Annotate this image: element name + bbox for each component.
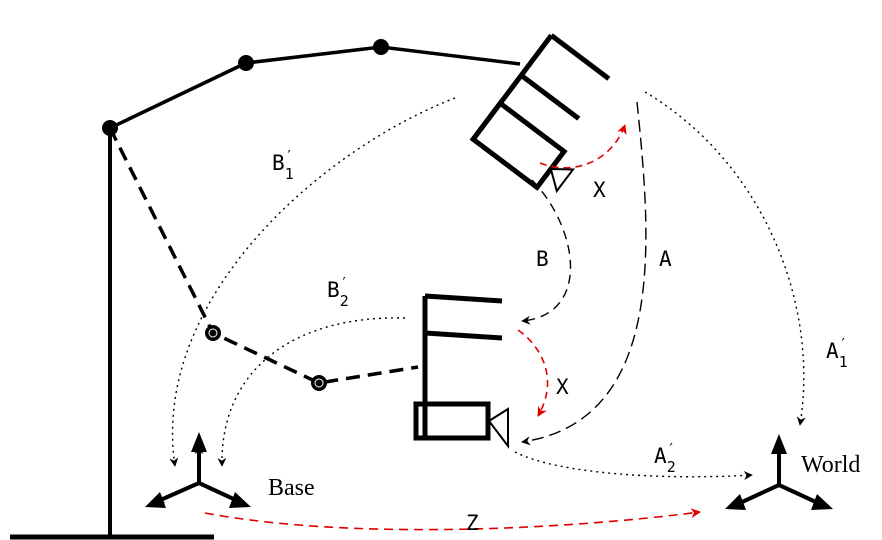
transform-x-top-arrow: [539, 124, 627, 169]
base-frame-axes: [145, 432, 251, 508]
robot-stand: [10, 128, 214, 540]
world-arrow-left-icon: [725, 494, 746, 510]
world-arrow-up-icon: [771, 434, 787, 454]
label-base: Base: [268, 475, 315, 501]
gripper-finger-bottom-2: [424, 330, 503, 341]
world-frame-axes: [725, 434, 833, 510]
gripper-finger-bottom: [519, 73, 581, 121]
gripper-finger-top: [549, 33, 611, 81]
label-x-top: X: [593, 178, 606, 202]
transform-a-arrow: [521, 101, 647, 446]
label-a: A: [659, 247, 672, 271]
label-b2: B′2: [327, 274, 349, 310]
transform-b2-arrow: [217, 317, 406, 467]
gripper-finger-top-2: [424, 293, 503, 304]
base-axis-x: [155, 481, 200, 504]
label-world: World: [801, 452, 860, 478]
label-z: Z: [466, 511, 479, 535]
joint-2b-ring: [208, 328, 218, 338]
arm-links-pose-1: [109, 45, 521, 130]
label-b: B: [536, 247, 549, 271]
gripper-pose-2: [413, 293, 509, 449]
transform-b1-arrow: [169, 97, 456, 467]
joint-3: [373, 39, 389, 55]
base-arrow-right-icon: [229, 492, 251, 508]
transform-a1-arrow: [644, 91, 806, 426]
world-axis-x: [739, 483, 780, 505]
camera-body: [469, 99, 568, 191]
world-axis-y: [778, 483, 819, 505]
joint-3b-ring: [314, 378, 324, 388]
joint-2b: [205, 325, 221, 341]
joint-3b: [311, 375, 327, 391]
label-x-bottom: X: [556, 375, 569, 399]
robot-arm-pose-1: [102, 39, 521, 136]
transform-z-arrow: [204, 508, 701, 531]
camera-lens-icon-2: [487, 407, 509, 449]
camera-lens-icon: [549, 167, 576, 194]
label-a2: A′2: [654, 440, 676, 476]
joint-2: [238, 55, 254, 71]
robot-arm-pose-2: [108, 127, 419, 391]
transform-b-arrow: [521, 179, 572, 325]
label-a1: A′1: [826, 335, 848, 371]
base-arrow-left-icon: [145, 492, 166, 508]
transform-a2-arrow: [514, 451, 753, 480]
transform-x-bottom-arrow: [517, 329, 549, 417]
arm-links-pose-2: [108, 127, 419, 385]
base-arrow-up-icon: [191, 432, 207, 452]
gripper-pose-1: [469, 33, 611, 194]
label-b1: B′1: [272, 147, 294, 183]
world-arrow-right-icon: [811, 494, 833, 510]
